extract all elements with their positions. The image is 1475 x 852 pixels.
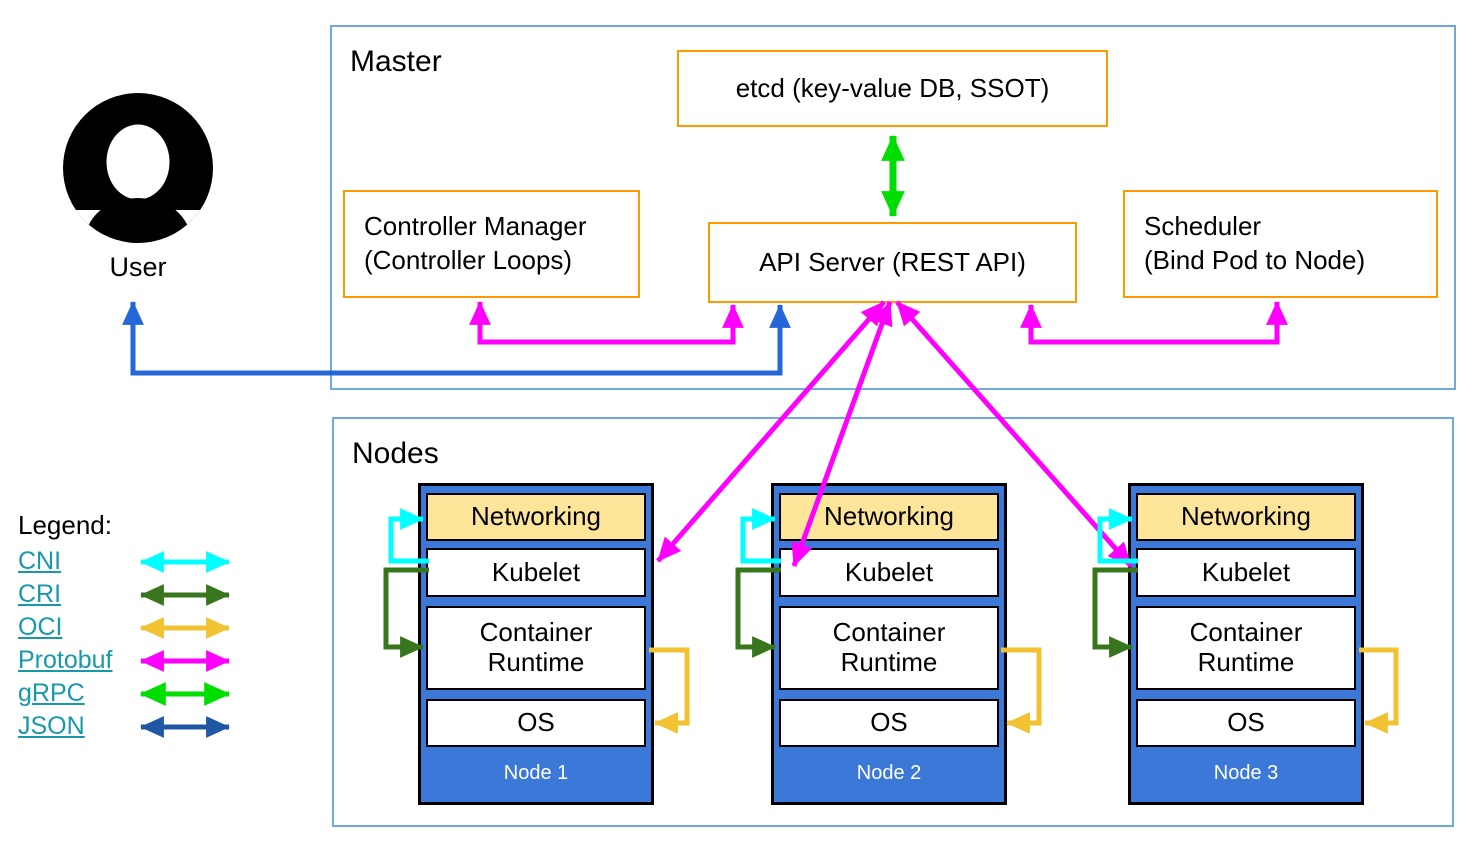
user-avatar-icon [63,93,213,243]
etcd-box: etcd (key-value DB, SSOT) [677,50,1108,127]
scheduler-box: Scheduler (Bind Pod to Node) [1123,190,1438,298]
node-2-os-layer: OS [779,699,999,747]
legend-row-json: JSON [18,710,245,743]
legend-row-protobuf: Protobuf [18,644,245,677]
node-2: Networking Kubelet Container Runtime OS … [771,483,1007,805]
node-3-os-layer: OS [1136,699,1356,747]
cni-legend-arrow-icon [139,550,231,573]
legend-row-cni: CNI [18,545,245,578]
master-region-box: Master [330,25,1456,390]
legend-title: Legend: [18,510,112,540]
legend-row-grpc: gRPC [18,677,245,710]
node-2-kubelet-layer: Kubelet [779,548,999,597]
node-3-name: Node 3 [1213,762,1279,784]
oci-legend-arrow-icon [139,616,231,639]
node-1-container-runtime-layer: Container Runtime [426,606,646,690]
user-label: User [109,252,167,282]
node-3-container-runtime-layer: Container Runtime [1136,606,1356,690]
node-2-networking-layer: Networking [779,493,999,541]
controller-manager-label-line1: Controller Manager [364,211,587,242]
api-server-box: API Server (REST API) [708,222,1077,303]
node-1-name: Node 1 [503,762,569,784]
node-1-networking-layer: Networking [426,493,646,541]
legend-link-json[interactable]: JSON [18,712,85,740]
scheduler-label-line2: (Bind Pod to Node) [1144,245,1366,275]
node-1-kubelet-layer: Kubelet [426,548,646,597]
legend-link-oci[interactable]: OCI [18,613,63,641]
node-2-container-runtime-layer: Container Runtime [779,606,999,690]
node-1-os-layer: OS [426,699,646,747]
legend-link-protobuf[interactable]: Protobuf [18,646,113,674]
nodes-region-box: Nodes [332,417,1454,827]
legend-row-cri: CRI [18,578,245,611]
scheduler-label-line1: Scheduler [1144,211,1262,242]
nodes-region-title: Nodes [352,437,439,470]
legend-link-cni[interactable]: CNI [18,547,62,575]
node-3: Networking Kubelet Container Runtime OS … [1128,483,1364,805]
grpc-legend-arrow-icon [139,681,231,706]
node-2-name: Node 2 [856,762,922,784]
controller-manager-label-line2: (Controller Loops) [364,245,573,275]
api-server-label: API Server (REST API) [759,246,1026,277]
json-legend-arrow-icon [139,715,231,738]
protobuf-legend-arrow-icon [139,649,231,672]
legend-link-cri[interactable]: CRI [18,580,62,608]
node-3-networking-layer: Networking [1136,493,1356,541]
cri-legend-arrow-icon [139,583,231,606]
node-3-kubelet-layer: Kubelet [1136,548,1356,597]
node-1: Networking Kubelet Container Runtime OS … [418,483,654,805]
master-region-title: Master [350,45,442,78]
legend-link-grpc[interactable]: gRPC [18,679,85,707]
controller-manager-box: Controller Manager (Controller Loops) [343,190,640,298]
etcd-label: etcd (key-value DB, SSOT) [735,72,1050,103]
legend: Legend: CNI CRI OCI Protobuf gRP [18,510,245,743]
legend-row-oci: OCI [18,611,245,644]
